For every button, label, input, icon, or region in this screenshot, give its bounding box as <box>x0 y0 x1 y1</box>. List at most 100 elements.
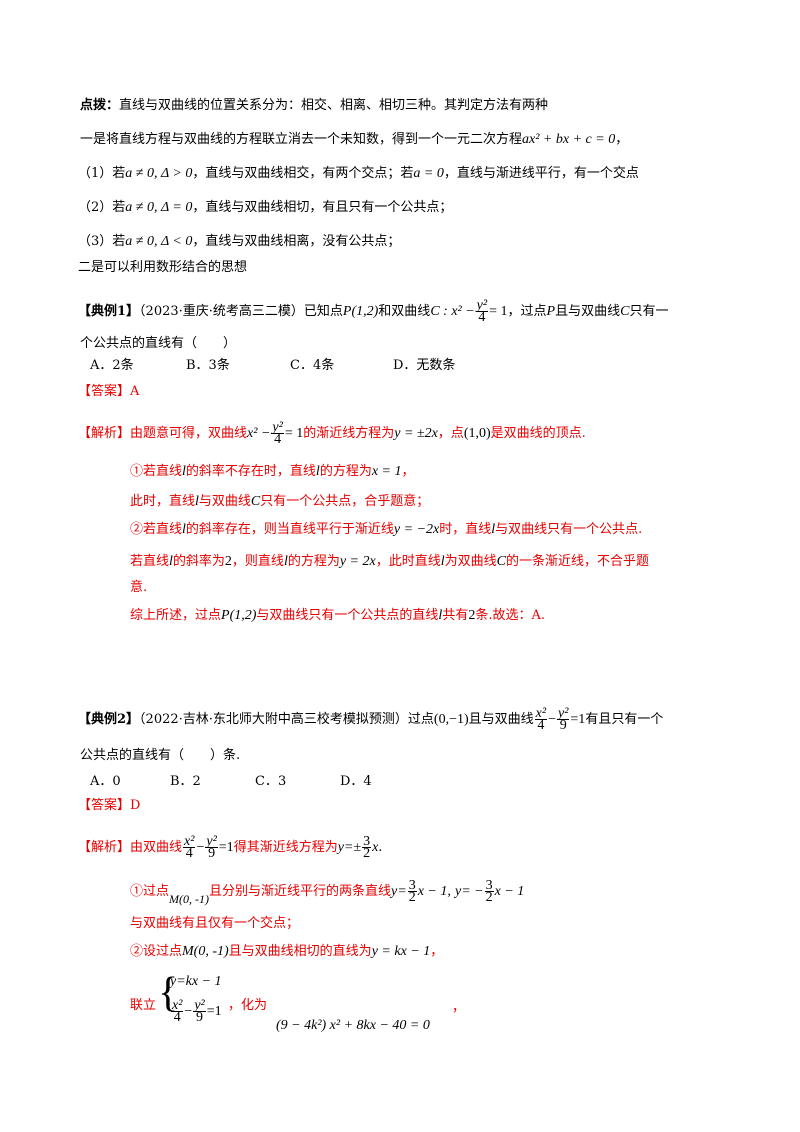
case-condition: a = 0 <box>413 166 444 181</box>
text: 且与双曲线 <box>555 304 621 319</box>
text: 的斜率为 <box>172 554 225 569</box>
solution-2-line-5-text: ，化为 <box>228 998 268 1013</box>
text: ，此时直线 <box>375 554 441 569</box>
text: 由双曲线 <box>130 840 183 855</box>
math: y = 2x <box>339 554 376 569</box>
frac-num: 3 <box>362 834 372 849</box>
var-p: P <box>546 304 556 319</box>
intro-case-1: （1）若a ≠ 0, Δ > 0，直线与双曲线相交，有两个交点；若a = 0，直… <box>78 164 639 184</box>
frac-num: y² <box>205 834 218 849</box>
text: ，则直线 <box>231 554 284 569</box>
text: 若直线 <box>130 554 170 569</box>
frac-den: 4 <box>478 310 486 325</box>
text: . <box>378 840 383 855</box>
math: C <box>496 554 506 569</box>
intro-line-2: 二是可以利用数形结合的思想 <box>78 258 247 278</box>
math: x² − <box>247 426 271 441</box>
solution-1-line-6: 意. <box>130 580 148 595</box>
frac-num: 3 <box>407 878 417 893</box>
system-brace: { <box>158 970 179 1016</box>
text: 的一条渐近线，不合乎题 <box>505 554 649 569</box>
punct: ， <box>452 1000 466 1015</box>
math: l <box>283 554 288 569</box>
intro-line-1: 一是将直线方程与双曲线的方程联立消去一个未知数，得到一个一元二次方程ax² + … <box>80 130 628 150</box>
text: ①过点 <box>130 884 170 899</box>
frac-num: x² <box>171 998 184 1013</box>
curve-equation: = 1 <box>489 304 508 319</box>
frac-den: 2 <box>363 846 371 861</box>
math: l <box>182 522 186 537</box>
frac-num: y² <box>556 706 570 721</box>
math: y= − <box>455 884 484 899</box>
math: l <box>438 608 443 623</box>
math: =1 <box>570 712 586 727</box>
text: 与双曲线只有一个公共点的直线 <box>256 608 439 623</box>
option-b: B．2 <box>170 774 201 789</box>
math: y = kx − 1 <box>371 944 431 959</box>
solution-2-line-5-label: 联立 <box>130 998 157 1013</box>
text: 得其渐近线方程为 <box>233 840 338 855</box>
math: l <box>182 464 186 479</box>
frac-den: 4 <box>274 432 282 447</box>
math: y = ±2x <box>394 426 438 441</box>
intro-heading: 点拨： <box>80 98 120 113</box>
case-condition: a ≠ 0, Δ < 0 <box>125 234 193 249</box>
text: 的斜率不存在时，直线 <box>185 464 316 479</box>
option-a: A．2条 <box>90 358 134 373</box>
math: − <box>548 712 556 727</box>
case-condition: a ≠ 0, Δ = 0 <box>125 200 193 215</box>
case-label: （3）若 <box>78 234 126 249</box>
text: 与双曲线 <box>198 494 251 509</box>
solution-1-line-4: ②若直线l的斜率存在，则当直线平行于渐近线y = −2x时，直线l与双曲线只有一… <box>130 520 642 540</box>
curve-equation: C : x² − <box>430 304 475 319</box>
text: 与双曲线只有一个公共点. <box>495 522 643 537</box>
math: l <box>195 494 199 509</box>
solution-2-line-3: 与双曲线有且仅有一个交点； <box>130 916 300 931</box>
math: l <box>491 522 496 537</box>
text: ，点 <box>437 426 464 441</box>
text: 只有一个公共点，合乎题意； <box>260 494 430 509</box>
text: 且分别与渐近线平行的两条直线 <box>209 884 392 899</box>
text: 条.故选：A. <box>475 608 545 623</box>
math: P(1,2) <box>221 608 257 623</box>
math: =1 <box>206 1004 222 1019</box>
math: M(0, -1) <box>169 892 209 906</box>
example-2-header: 【典例2】（2022·吉林·东北师大附中高三校考模拟预测）过点(0,−1)且与双… <box>78 706 663 733</box>
math: =1 <box>218 840 234 855</box>
math: (9 − 4k²) x² + 8kx − 40 = 0 <box>276 1018 430 1033</box>
text: 和双曲线 <box>378 304 431 319</box>
case-label: （2）若 <box>78 200 126 215</box>
frac-num: x² <box>183 834 196 849</box>
text: ②若直线 <box>130 522 183 537</box>
math: l <box>440 554 445 569</box>
text: ②设过点 <box>130 944 183 959</box>
intro-line-0: 点拨：直线与双曲线的位置关系分为：相交、相离、相切三种。其判定方法有两种 <box>80 96 548 116</box>
math: l <box>315 464 320 479</box>
case-condition: a ≠ 0, Δ > 0 <box>125 166 193 181</box>
example-1-header: 【典例1】（2023·重庆·统考高三二模）已知点P(1,2)和双曲线C : x²… <box>78 299 668 325</box>
frac-den: 4 <box>185 846 193 861</box>
solution-tag: 【解析】 <box>78 426 131 441</box>
math: x − 1 <box>494 884 525 899</box>
math: = 1 <box>284 426 304 441</box>
intro-text: 二是可以利用数形结合的思想 <box>78 260 248 275</box>
option-d: D．4 <box>340 774 372 789</box>
quadratic-equation: ax² + bx + c = 0 <box>522 132 616 147</box>
math: x = 1 <box>371 464 402 479</box>
text: 的方程为 <box>319 464 372 479</box>
math: 2 <box>468 608 476 623</box>
solution-1-line-2: ①若直线l的斜率不存在时，直线l的方程为x = 1， <box>130 462 415 482</box>
text: ①若直线 <box>130 464 183 479</box>
text: 是双曲线的顶点. <box>490 426 586 441</box>
frac-den: 2 <box>408 890 416 905</box>
case-label: （1）若 <box>78 166 126 181</box>
example-1-question-end: 个公共点的直线有（ ） <box>80 336 237 351</box>
var-c: C <box>620 304 630 319</box>
